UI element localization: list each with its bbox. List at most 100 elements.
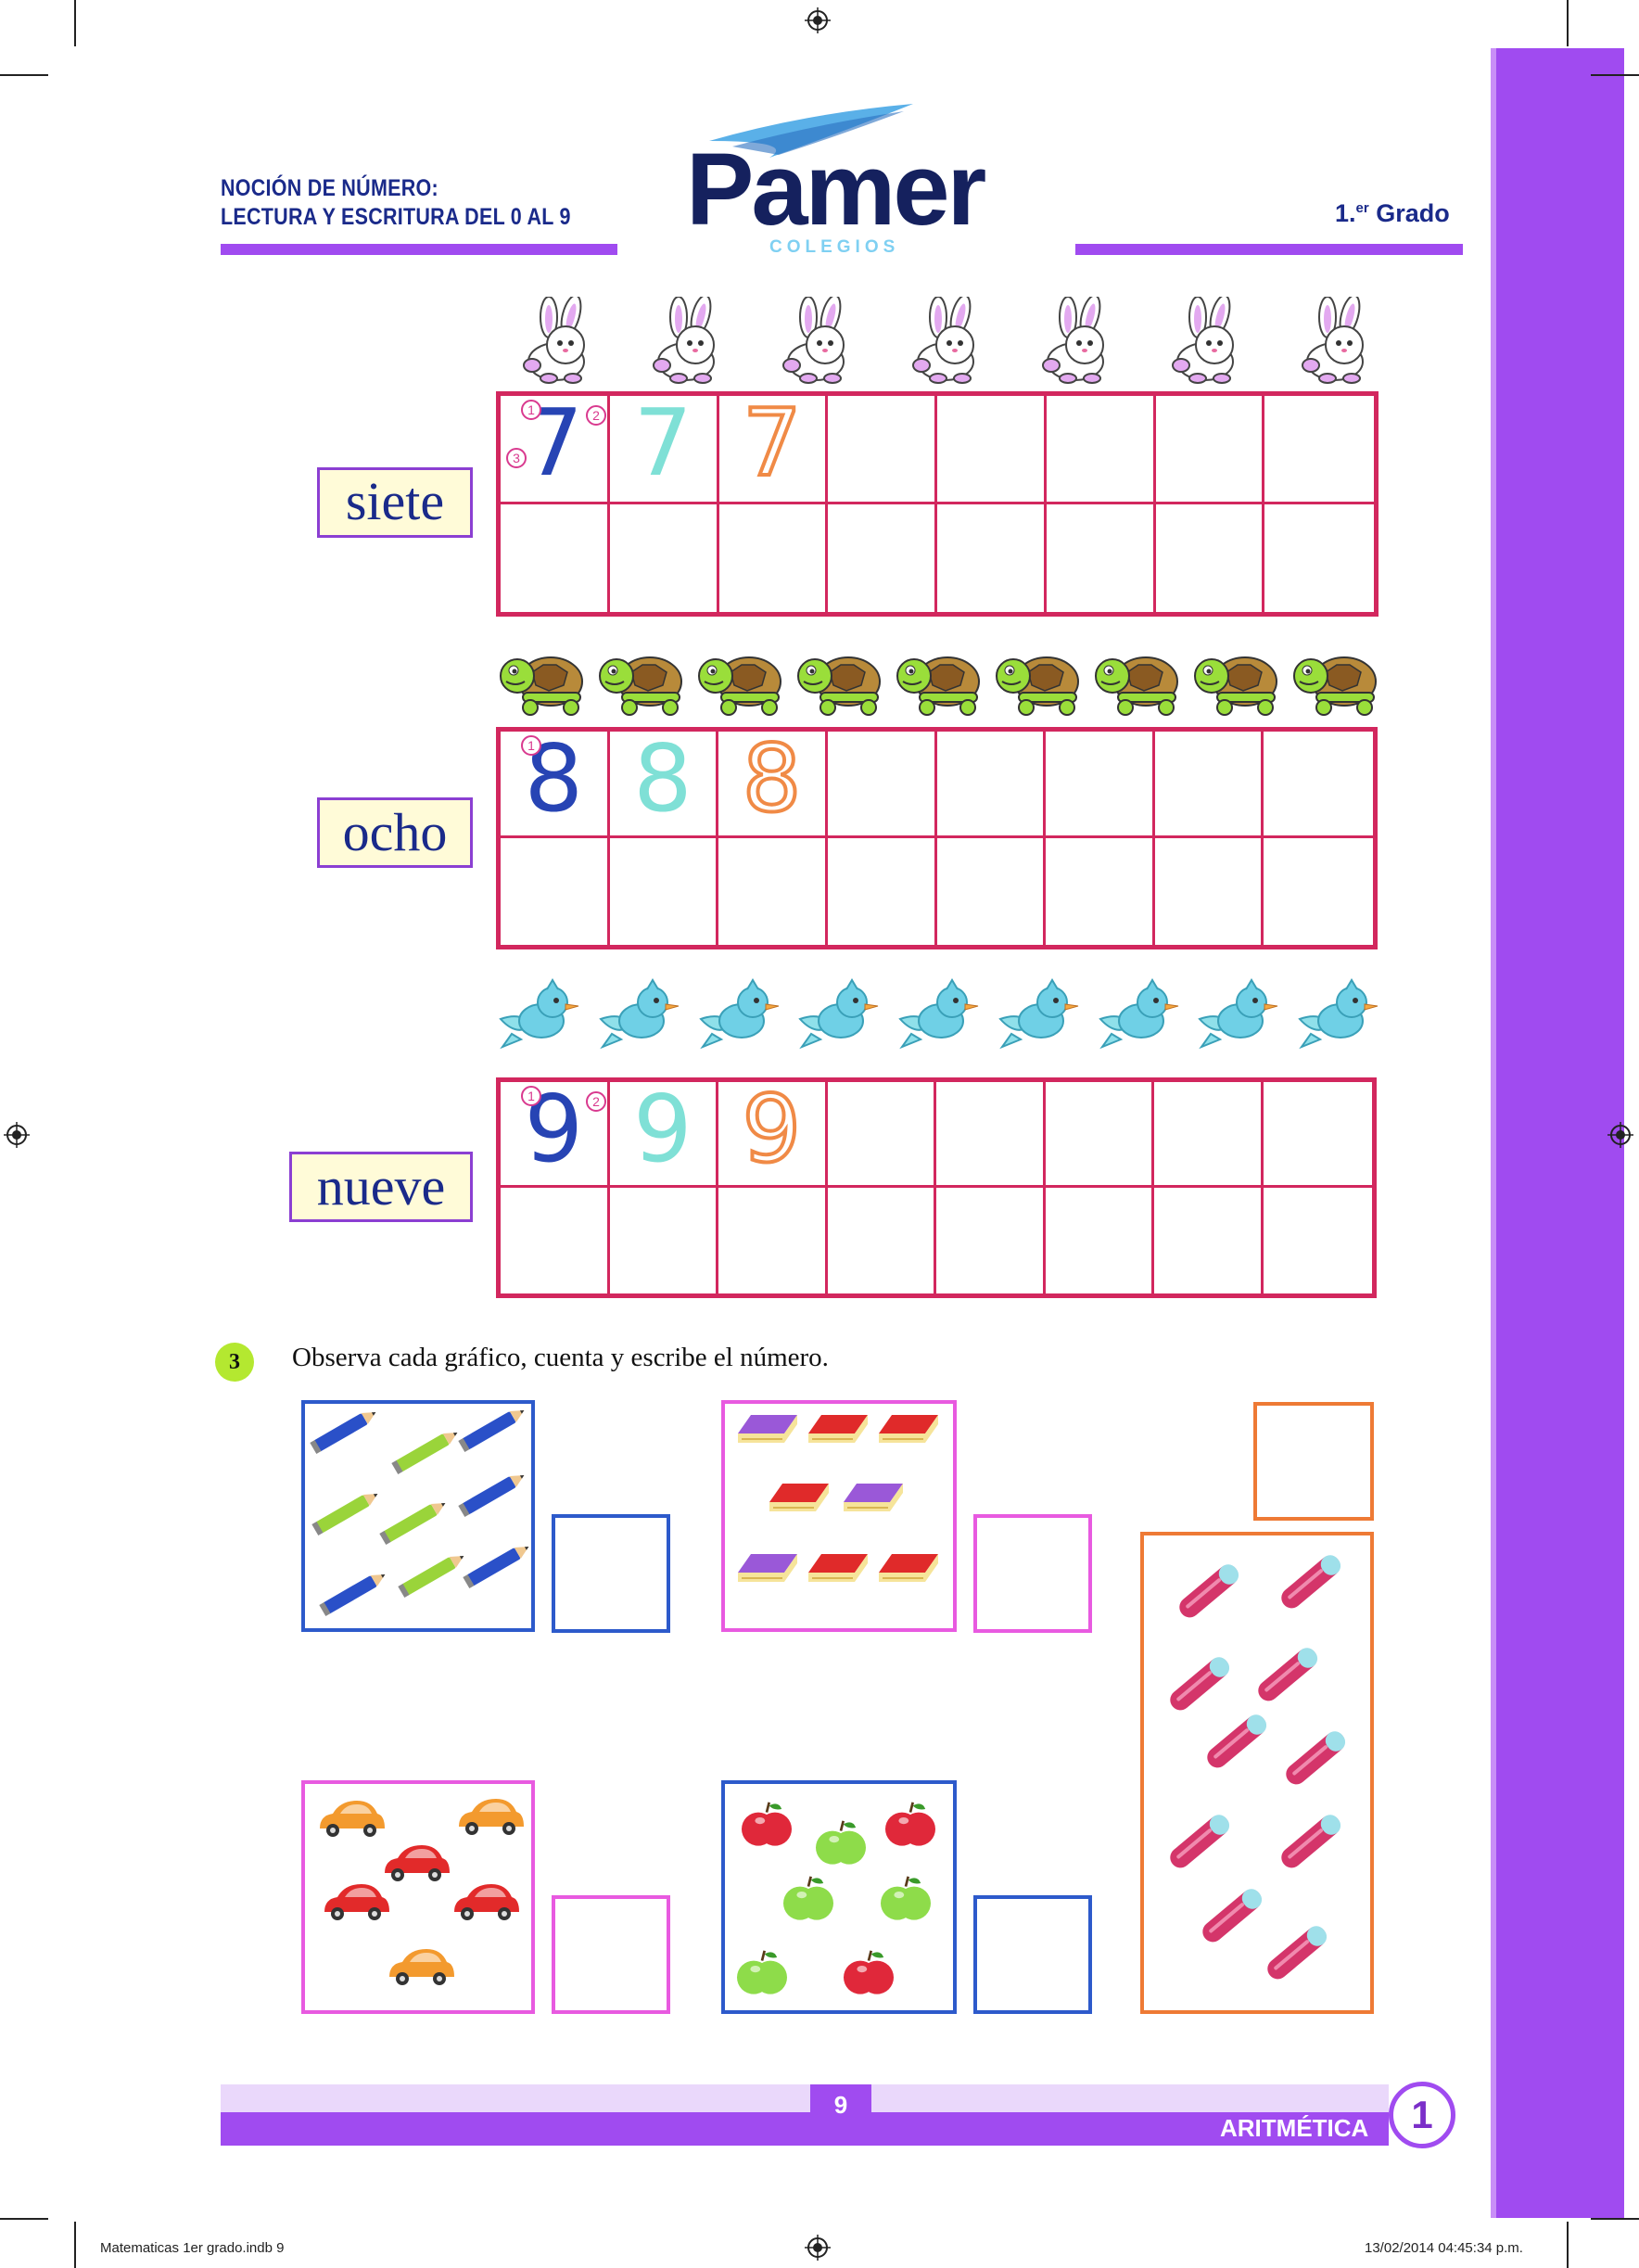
writing-cell[interactable] (1155, 838, 1264, 945)
writing-cell[interactable] (1264, 732, 1373, 838)
writing-cell[interactable] (1046, 1188, 1154, 1293)
writing-cell[interactable] (828, 503, 937, 612)
answer-box-erasers[interactable] (1253, 1402, 1374, 1521)
registration-mark-icon (805, 2235, 831, 2261)
dotted-digit[interactable]: 7 (718, 390, 829, 504)
writing-cell[interactable] (1046, 732, 1155, 838)
digit-glyph: 9 (632, 1075, 692, 1183)
book-icon (737, 1414, 939, 1583)
word-box-siete: siete (317, 467, 473, 538)
turtle-icon (1090, 644, 1183, 728)
dotted-digit[interactable]: 9 (718, 1077, 828, 1188)
writing-cell[interactable] (610, 1188, 718, 1293)
header-rule-left (221, 244, 617, 255)
writing-cell[interactable] (1154, 1188, 1264, 1293)
trace-digit[interactable]: 8 (609, 728, 719, 838)
writing-cell[interactable] (1264, 504, 1374, 613)
logo-wordmark: Pamer (686, 133, 986, 247)
exercise-instruction: Observa cada gráfico, cuenta y escribe e… (292, 1343, 829, 1372)
writing-cell[interactable] (827, 1082, 936, 1188)
writing-cell[interactable] (1264, 396, 1374, 504)
answer-box-books[interactable] (973, 1514, 1092, 1633)
writing-cell[interactable] (937, 396, 1047, 504)
turtle-icon (495, 644, 588, 728)
subject-label: ARITMÉTICA (1220, 2114, 1369, 2142)
turtle-row (495, 644, 1381, 728)
writing-cell[interactable] (1154, 1082, 1264, 1188)
writing-cell[interactable] (1045, 1082, 1154, 1188)
crop-mark (1567, 0, 1569, 46)
writing-cell[interactable] (501, 1188, 610, 1293)
number-word: siete (345, 471, 445, 531)
page-number: 9 (810, 2084, 871, 2119)
stroke-order-badge: 1 (521, 400, 541, 420)
writing-cell[interactable] (828, 396, 937, 504)
bird-icon (1093, 978, 1182, 1062)
crop-mark (1567, 2222, 1569, 2268)
writing-cell[interactable] (936, 732, 1047, 838)
unit-badge: 1 (1389, 2082, 1455, 2148)
writing-cell[interactable] (718, 1188, 828, 1293)
writing-cell[interactable] (1156, 503, 1265, 612)
answer-box-cars[interactable] (552, 1895, 670, 2014)
digit-glyph: 8 (633, 724, 692, 833)
footer-band-light (221, 2084, 1389, 2112)
trace-digit[interactable]: 7 (609, 392, 719, 504)
side-band (1491, 48, 1624, 2218)
writing-cell[interactable] (718, 838, 828, 945)
writing-cell[interactable] (1264, 838, 1373, 945)
trace-digit[interactable]: 9 (609, 1078, 718, 1188)
slug-datetime: 13/02/2014 04:45:34 p.m. (1365, 2240, 1523, 2256)
rabbit-icon (1038, 294, 1122, 389)
writing-cell[interactable] (501, 838, 610, 945)
rabbit-icon (649, 294, 732, 389)
digit-glyph: 7 (741, 389, 804, 497)
turtle-icon (594, 644, 687, 728)
registration-mark-icon (1607, 1122, 1633, 1148)
writing-cell[interactable] (1047, 503, 1156, 612)
rabbit-icon (779, 294, 862, 389)
exercise-number: 3 (215, 1343, 254, 1382)
writing-cell[interactable] (719, 503, 829, 612)
crop-mark (1591, 74, 1639, 76)
writing-cell[interactable] (937, 503, 1047, 612)
registration-mark-icon (805, 7, 831, 33)
writing-cell[interactable] (1264, 1188, 1373, 1293)
car-icon (320, 1799, 524, 1985)
dotted-digit[interactable]: 8 (718, 726, 828, 838)
writing-cell[interactable] (1263, 1082, 1372, 1188)
writing-cell[interactable] (828, 838, 937, 945)
writing-cell[interactable] (610, 838, 719, 945)
header-rule-right (1075, 244, 1463, 255)
turtle-icon (1289, 644, 1381, 728)
writing-cell[interactable] (936, 1082, 1046, 1188)
digit-glyph: 8 (524, 724, 584, 833)
grade-word: Grado (1376, 199, 1450, 227)
crop-mark (74, 2222, 76, 2268)
answer-box-pencils[interactable] (552, 1514, 670, 1633)
side-band-edge (1491, 48, 1496, 2218)
writing-cell[interactable] (828, 1188, 936, 1293)
writing-cell[interactable] (1155, 396, 1265, 504)
writing-cell[interactable] (610, 503, 719, 612)
rabbit-icon (1168, 294, 1251, 389)
writing-cell[interactable] (937, 838, 1047, 945)
writing-cell[interactable] (1046, 838, 1155, 945)
rabbit-row (519, 294, 1381, 389)
turtle-icon (1189, 644, 1282, 728)
writing-cell[interactable] (936, 1188, 1046, 1293)
bird-icon (1292, 978, 1381, 1062)
writing-cell[interactable] (827, 732, 937, 838)
grade-ordinal: er (1355, 200, 1369, 216)
writing-cell[interactable] (501, 503, 610, 612)
pencil-group-frame (301, 1400, 535, 1632)
writing-cell[interactable] (1154, 732, 1264, 838)
writing-cell[interactable] (1046, 396, 1156, 504)
answer-box-apples[interactable] (973, 1895, 1092, 2014)
stroke-order-badge: 1 (521, 735, 541, 756)
stroke-order-badge: 2 (586, 405, 606, 426)
